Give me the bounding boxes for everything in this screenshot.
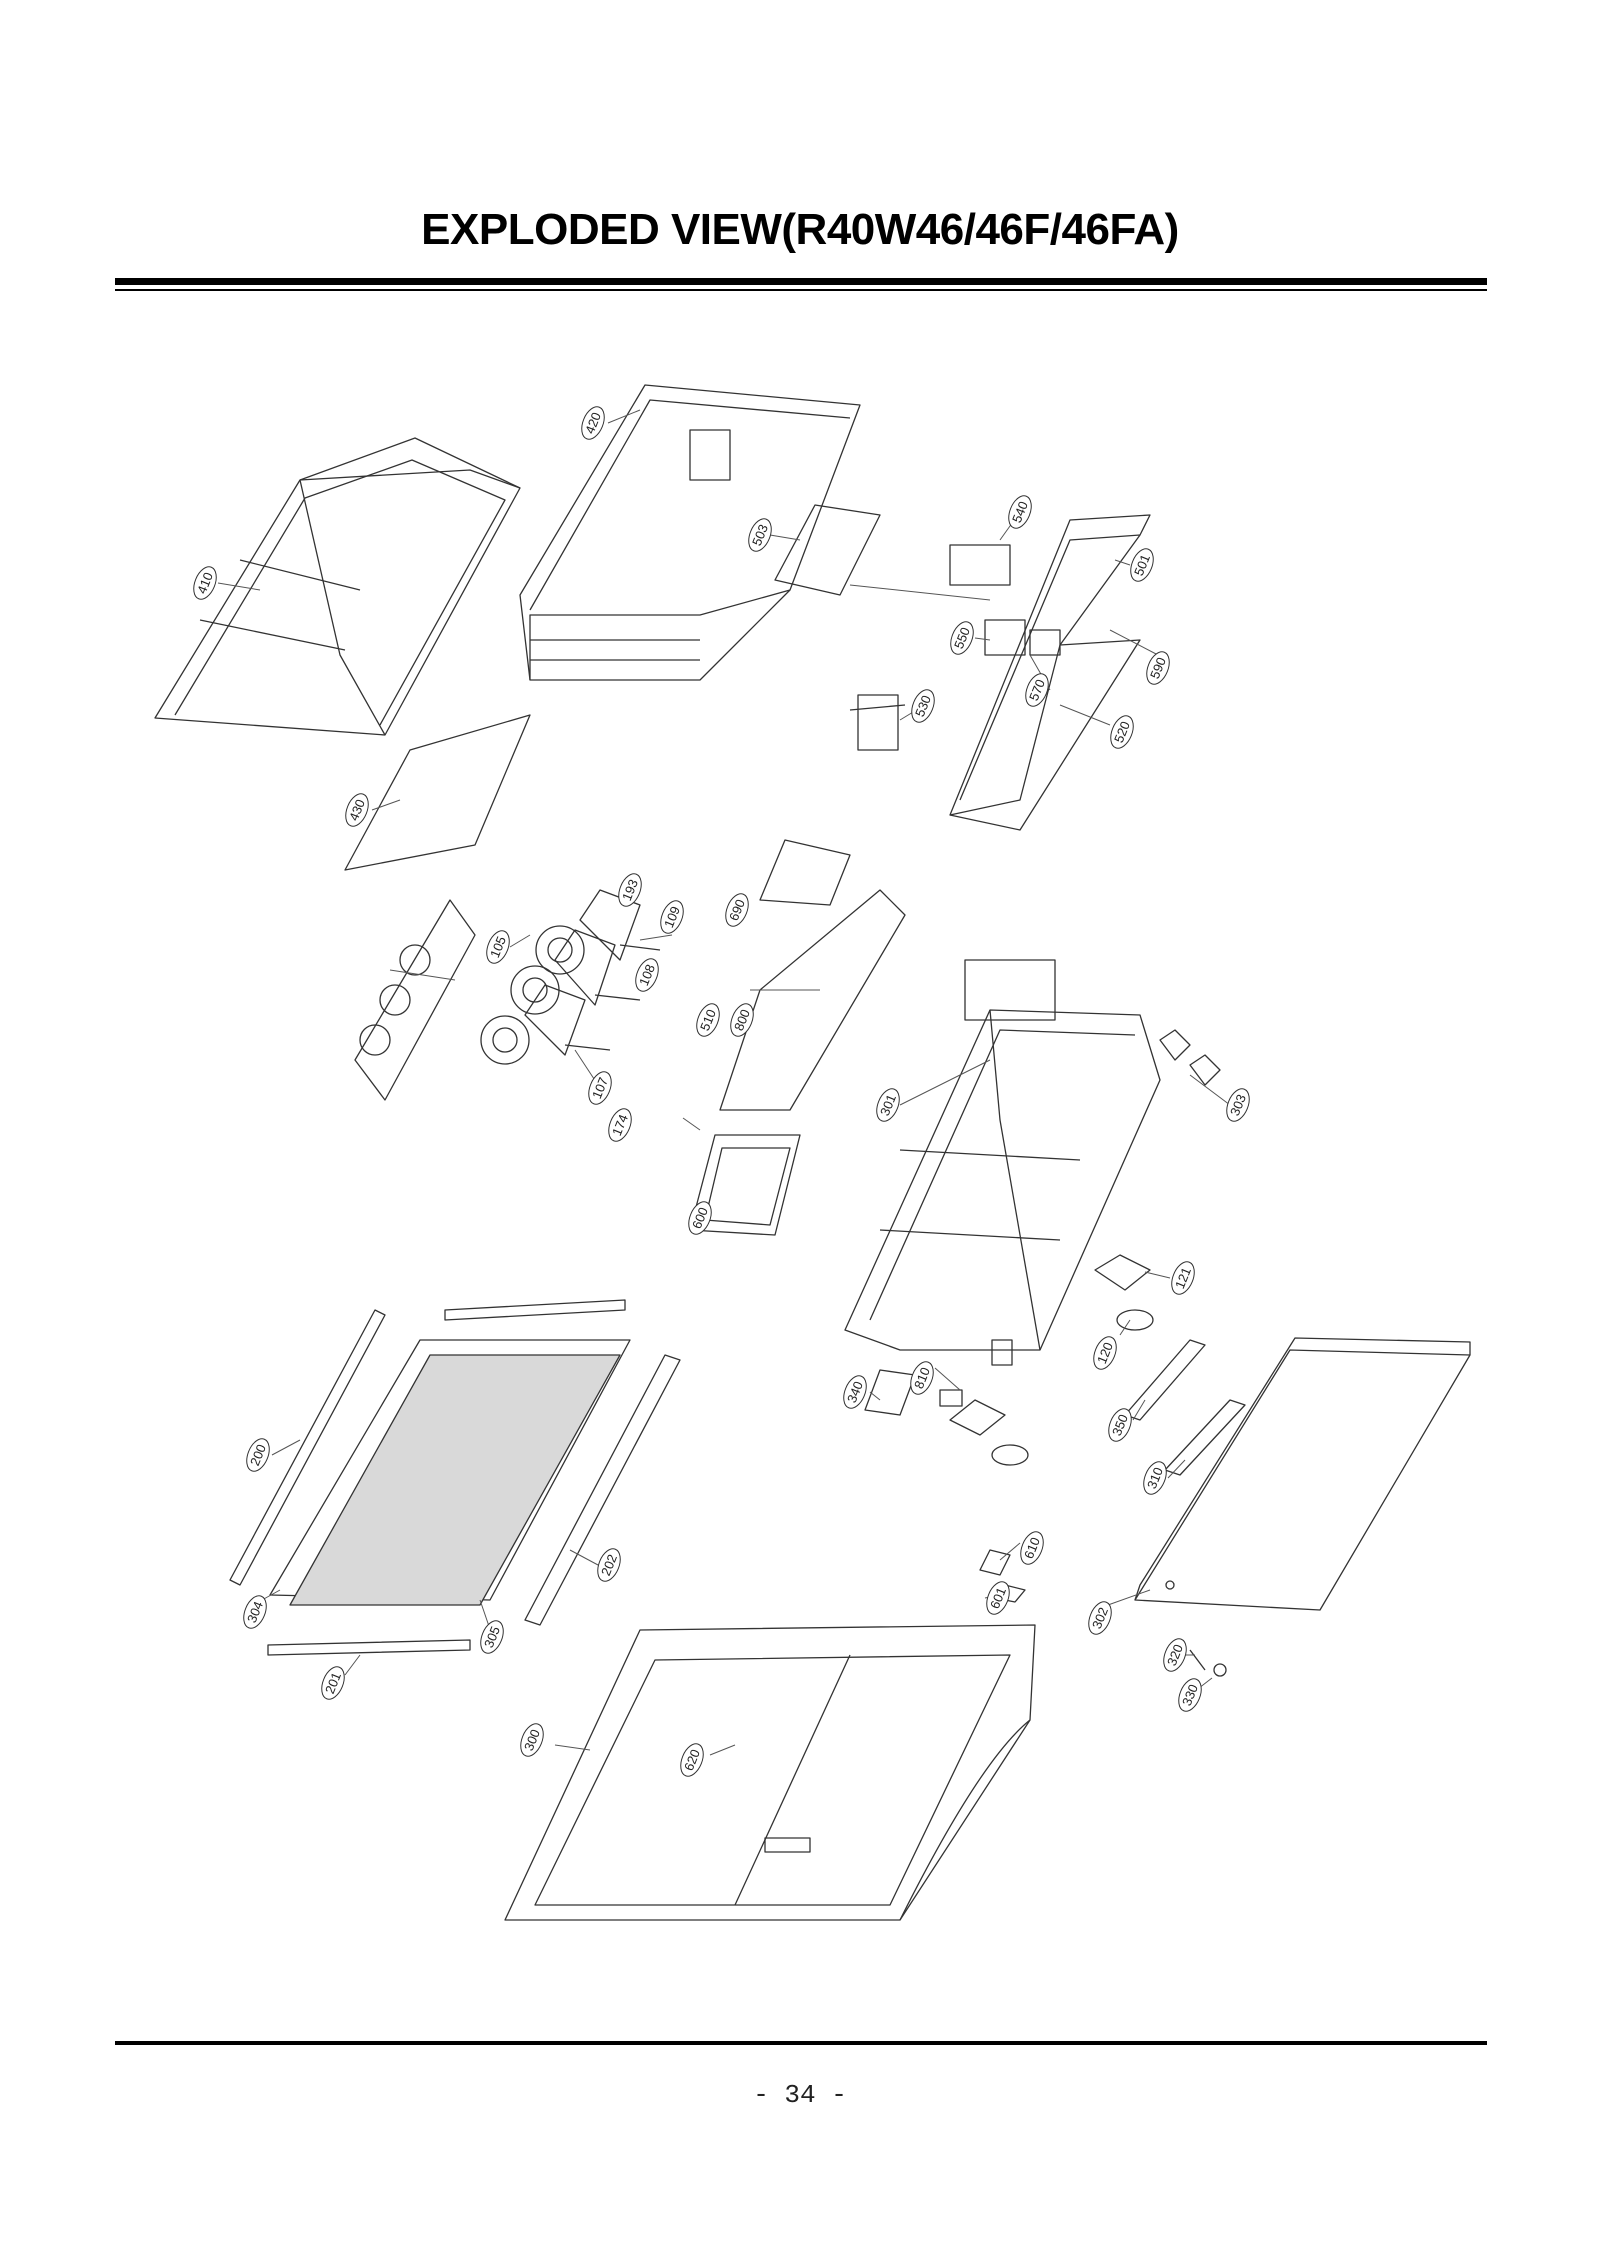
part-board-503 [774, 504, 881, 596]
part-label-301: 301 [876, 1088, 900, 1122]
part-label-305: 305 [480, 1620, 504, 1654]
page-number: - 34 - [753, 2080, 847, 2110]
title-rule-thin [115, 289, 1487, 291]
part-label-350: 350 [1108, 1408, 1132, 1442]
part-label-570: 570 [1025, 673, 1049, 707]
part-810 [939, 1339, 1013, 1407]
part-speaker-120 [949, 1309, 1154, 1466]
part-side-plate-430 [344, 714, 531, 871]
part-front-panel-302 [1134, 1337, 1471, 1611]
part-label-550: 550 [950, 621, 974, 655]
part-label-420: 420 [581, 406, 605, 440]
part-label-300: 300 [520, 1723, 544, 1757]
part-label-690: 690 [725, 893, 749, 927]
part-label-590: 590 [1146, 651, 1170, 685]
part-rear-cover-left [154, 437, 521, 736]
part-main-board-assembly [949, 514, 1151, 831]
part-label-800: 800 [730, 1003, 754, 1037]
part-label-410: 410 [193, 566, 217, 600]
part-frame-600 [689, 1134, 801, 1236]
part-bar-350 [1124, 1339, 1206, 1421]
part-label-540: 540 [1008, 495, 1032, 529]
part-screen-rail-200 [229, 1309, 386, 1586]
part-holder-303 [1159, 1029, 1221, 1086]
part-label-620: 620 [680, 1743, 704, 1777]
part-label-601: 601 [986, 1581, 1010, 1615]
part-screen-305 [269, 1339, 631, 1606]
part-label-810: 810 [910, 1361, 934, 1395]
part-label-121: 121 [1171, 1261, 1195, 1295]
part-bracket-530 [849, 694, 906, 751]
part-label-105: 105 [486, 930, 510, 964]
part-bar-310 [1164, 1399, 1246, 1476]
part-screen-rail-202 [524, 1354, 681, 1626]
part-label-340: 340 [843, 1375, 867, 1409]
part-front-cabinet-300 [504, 1624, 1036, 1921]
part-label-201: 201 [321, 1666, 345, 1700]
page-title: EXPLODED VIEW(R40W46/46F/46FA) [421, 205, 1179, 254]
part-label-503: 503 [748, 518, 772, 552]
part-speaker-121 [1094, 1254, 1151, 1291]
part-main-chassis-301 [844, 959, 1161, 1351]
part-screen-rail-top [444, 1299, 626, 1321]
part-label-108: 108 [635, 958, 659, 992]
part-label-610: 610 [1020, 1531, 1044, 1565]
part-label-174: 174 [608, 1108, 632, 1142]
part-lens-mask [354, 899, 476, 1101]
part-bracket-690 [719, 839, 906, 1111]
part-label-501: 501 [1130, 548, 1154, 582]
part-label-600: 600 [688, 1201, 712, 1235]
part-cabinet-top [519, 384, 861, 681]
part-label-109: 109 [660, 900, 684, 934]
part-label-310: 310 [1143, 1461, 1167, 1495]
part-label-193: 193 [618, 873, 642, 907]
part-crt-lens-units [480, 889, 661, 1065]
part-label-510: 510 [696, 1003, 720, 1037]
part-label-107: 107 [588, 1071, 612, 1105]
part-label-303: 303 [1226, 1088, 1250, 1122]
footer-rule [115, 2041, 1487, 2045]
part-label-120: 120 [1093, 1336, 1117, 1370]
part-label-520: 520 [1110, 715, 1134, 749]
part-bracket-340 [864, 1369, 916, 1416]
part-screen-rail-201 [267, 1639, 471, 1656]
part-label-304: 304 [243, 1595, 267, 1629]
part-label-202: 202 [597, 1548, 621, 1582]
part-320-330 [1189, 1649, 1227, 1677]
title-rule-thick [115, 278, 1487, 285]
part-label-320: 320 [1163, 1638, 1187, 1672]
part-label-430: 430 [345, 793, 369, 827]
part-label-layer: 410 420 503 540 501 550 590 570 520 530 430 193 109 6… [193, 406, 1250, 1777]
part-label-200: 200 [246, 1438, 270, 1472]
part-label-302: 302 [1088, 1601, 1112, 1635]
part-label-330: 330 [1178, 1678, 1202, 1712]
part-label-530: 530 [911, 689, 935, 723]
